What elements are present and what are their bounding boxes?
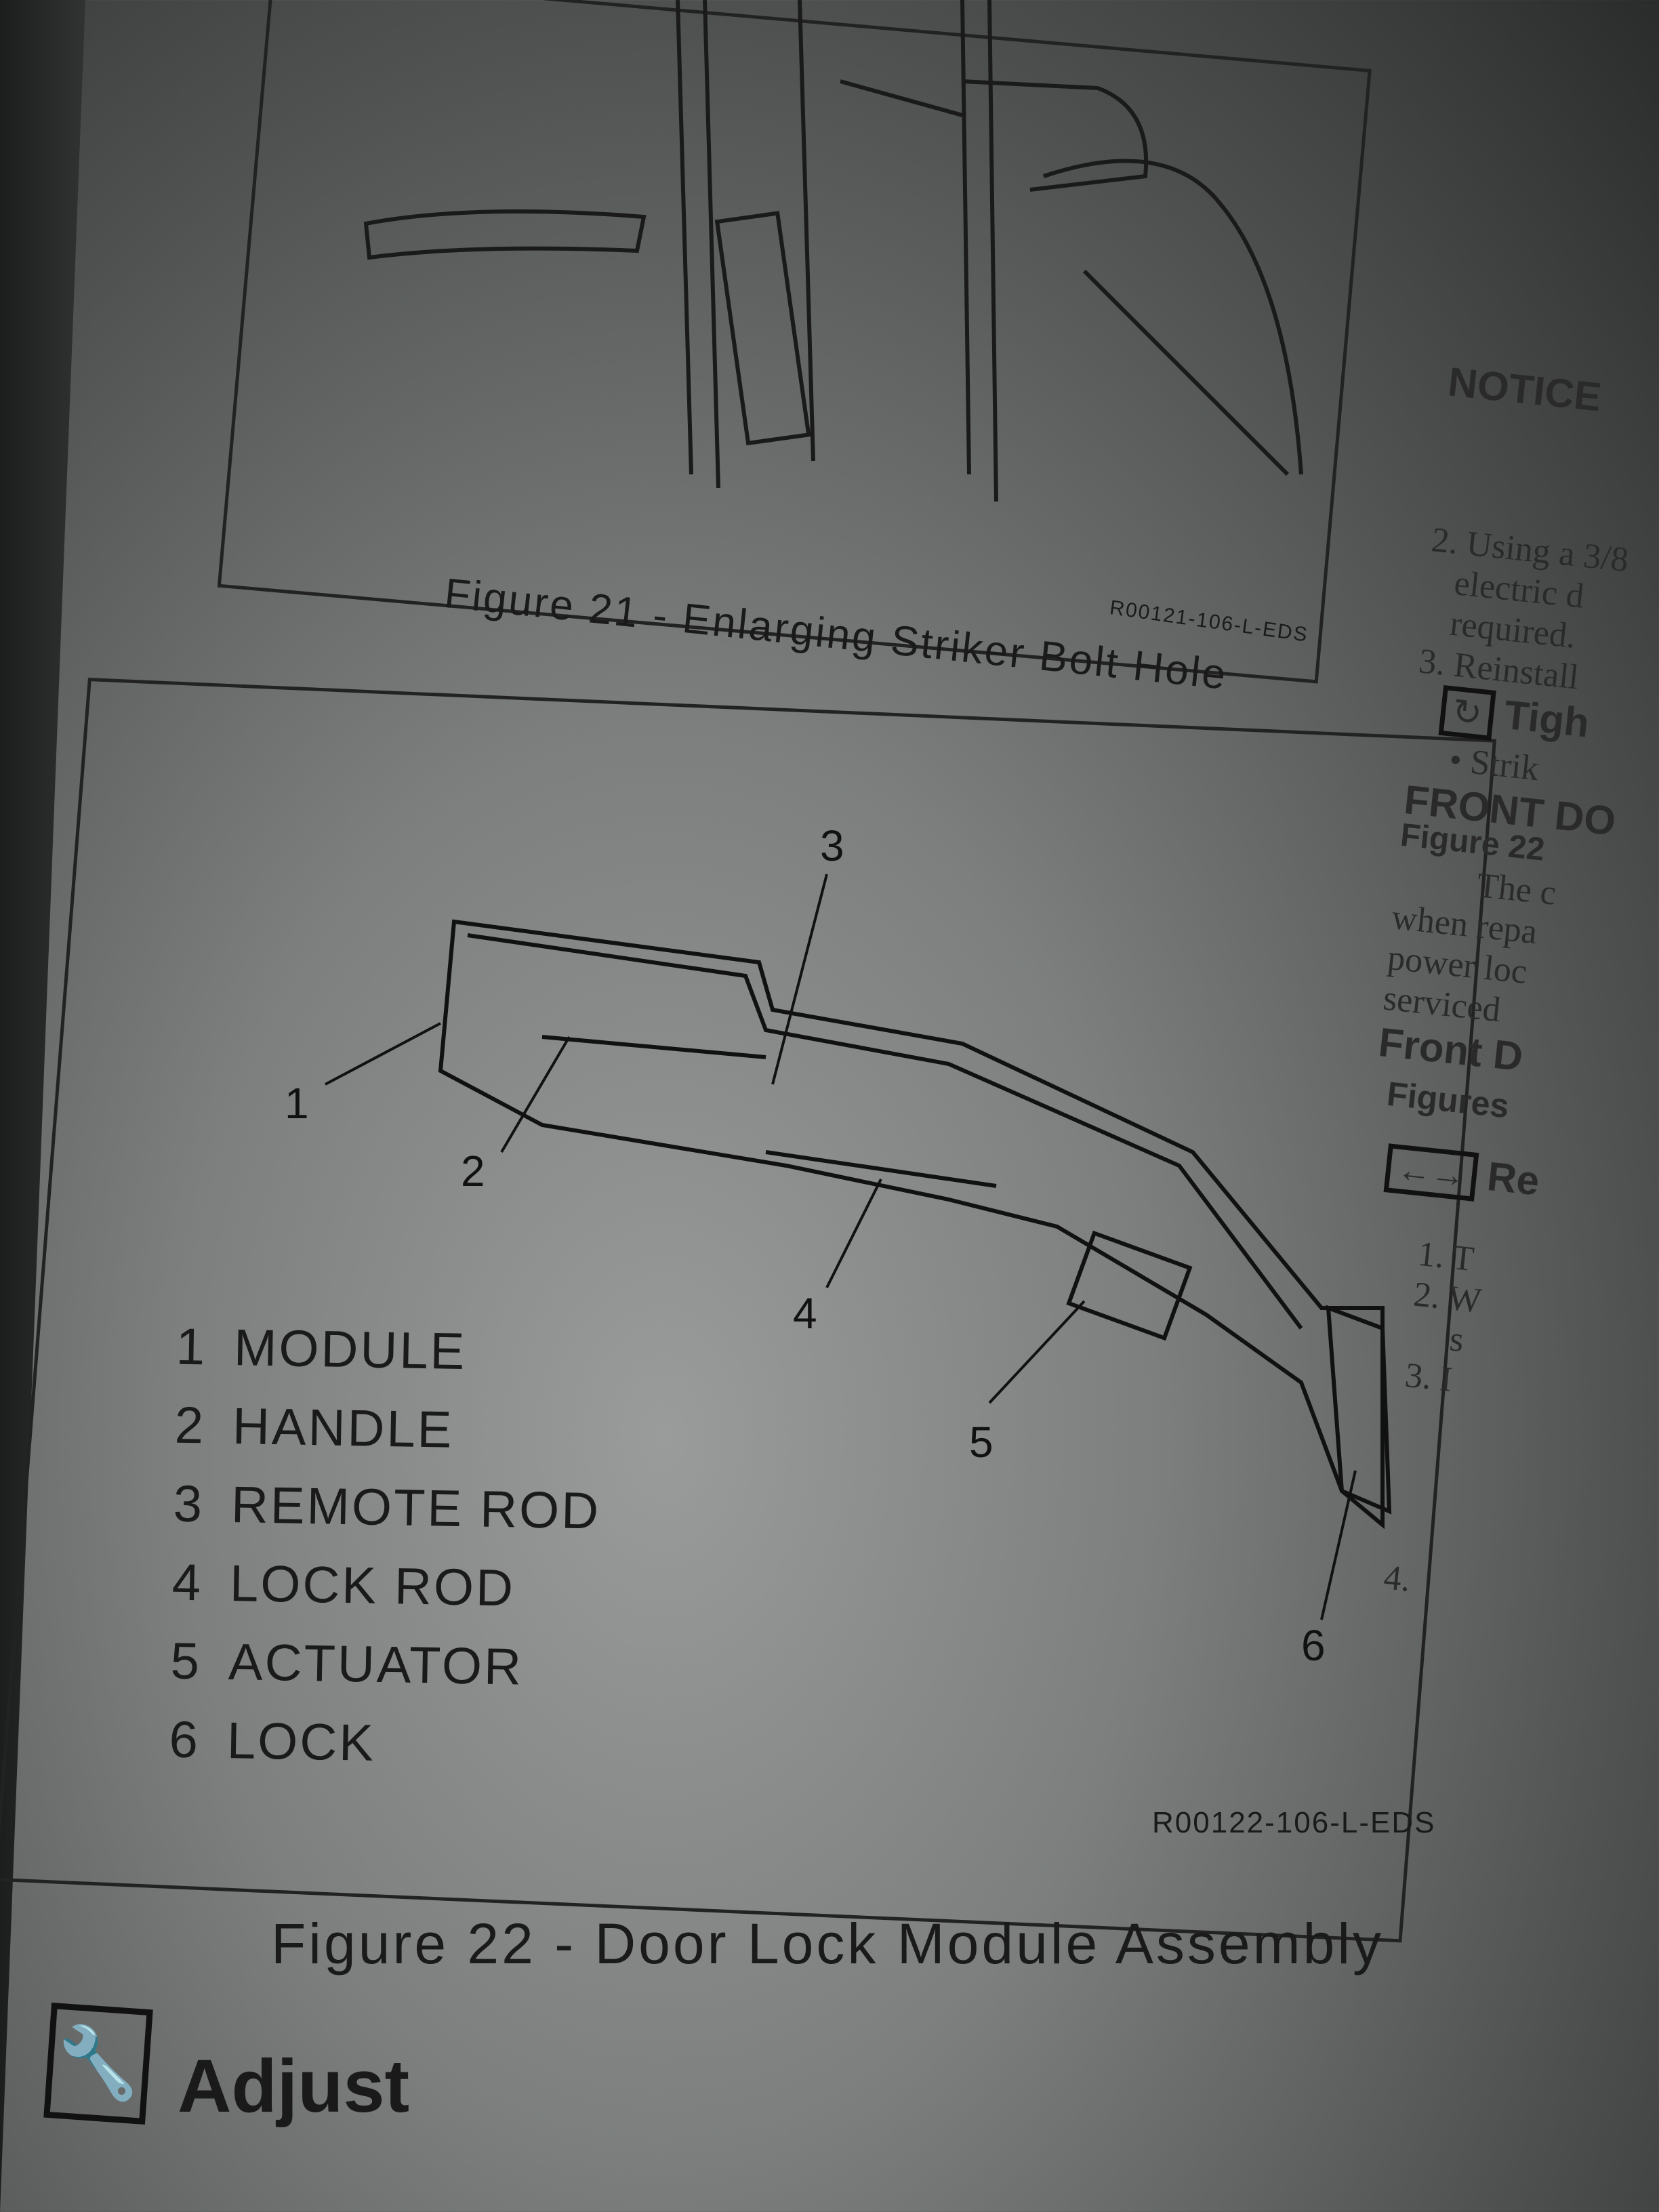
legend-label: ACTUATOR: [228, 1633, 524, 1696]
legend-label: HANDLE: [232, 1397, 455, 1459]
section-heading-adjust: Adjust: [178, 2045, 410, 2128]
legend-item: 6 LOCK: [165, 1700, 597, 1786]
remove-heading: Re: [1485, 1153, 1542, 1204]
legend-number: 6: [168, 1711, 201, 1769]
legend-number: 2: [174, 1396, 206, 1455]
tighten-label: Tigh: [1502, 691, 1592, 746]
step-text: 3. I: [1403, 1355, 1454, 1399]
callout-2: 2: [461, 1147, 485, 1195]
legend-number: 4: [171, 1553, 203, 1612]
callout-6: 6: [1301, 1621, 1326, 1670]
remove-install-icon: ←→: [1383, 1143, 1479, 1202]
legend-label: LOCK ROD: [229, 1555, 516, 1618]
callout-1: 1: [285, 1079, 309, 1128]
legend-item: 1 MODULE: [172, 1308, 604, 1394]
wrench-icon: 🔧: [43, 2002, 153, 2125]
legend-number: 1: [176, 1317, 207, 1376]
figure-22-code: R00122-106-L-EDS: [1152, 1806, 1436, 1839]
legend-item: 2 HANDLE: [171, 1386, 602, 1472]
legend-label: MODULE: [233, 1319, 467, 1381]
legend-number: 3: [173, 1475, 205, 1534]
figure-22-caption: Figure 22 - Door Lock Module Assembly: [271, 1912, 1384, 1975]
legend-item: 3 REMOTE ROD: [169, 1465, 601, 1551]
torque-icon: ↻: [1438, 685, 1496, 741]
legend-item: 5 ACTUATOR: [167, 1622, 598, 1708]
legend-label: REMOTE ROD: [230, 1476, 601, 1540]
legend-number: 5: [169, 1632, 202, 1691]
callout-5: 5: [969, 1418, 994, 1467]
legend-item: 4 LOCK ROD: [168, 1543, 600, 1629]
callout-3: 3: [820, 821, 844, 870]
callout-4: 4: [793, 1289, 817, 1338]
legend-label: LOCK: [226, 1711, 376, 1772]
